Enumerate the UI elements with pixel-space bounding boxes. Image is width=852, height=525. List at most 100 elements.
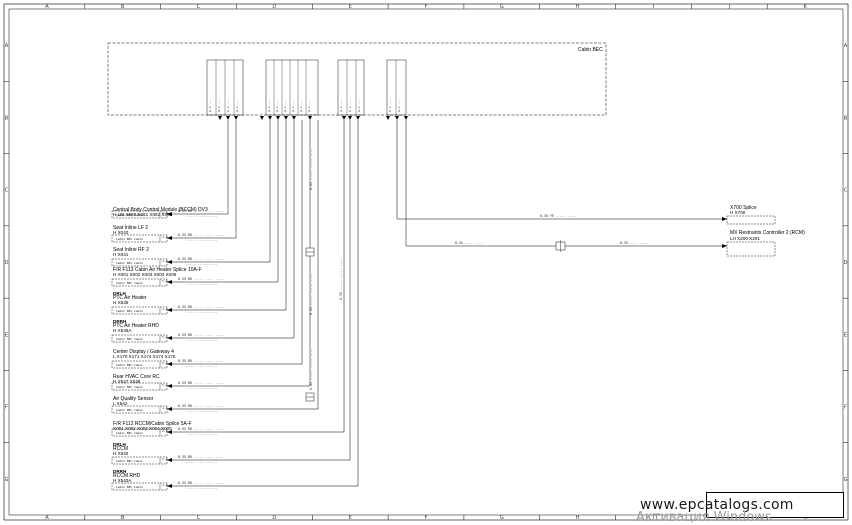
ruler-label-left: E [5,332,8,338]
svg-text:X.1 ....: X.1 .... [217,97,221,112]
svg-text:0.35 ..... ..... ....: 0.35 ..... ..... .... [309,148,313,190]
component-connectors: H X535A [113,328,132,333]
component-connectors: H X041 [113,252,129,257]
ruler-label-top: J [728,4,730,10]
svg-text:Cabin BEC Cabin: Cabin BEC Cabin [116,213,143,217]
svg-text:..... ..........: ..... .......... [186,262,218,266]
ruler-label-bottom: A [45,515,49,521]
component-connector-box [111,360,168,369]
svg-text:0.35 ..... ..... ....: 0.35 ..... ..... .... [309,348,313,390]
svg-text:0.35 RD ..... .... ....: 0.35 RD ..... .... .... [178,404,224,408]
svg-text:Cabin BEC Cabin: Cabin BEC Cabin [116,281,143,285]
component-connector-box [111,482,168,491]
svg-text:..... ..........: ..... .......... [186,214,218,218]
ruler-label-right: E [844,332,847,338]
variant-tag: DRLH [113,442,126,447]
svg-text:Cabin BEC Cabin: Cabin BEC Cabin [116,309,143,313]
svg-text:1.0: 1.0 [162,483,168,487]
svg-text:1.0: 1.0 [162,259,168,263]
svg-text:..... ..........: ..... .......... [186,338,218,342]
ruler-label-top: B [121,4,125,10]
svg-text:X.1 ....: X.1 .... [299,97,303,112]
windows-activation-notice: Активация Windows [636,510,772,525]
component-connector-box [111,278,168,287]
svg-text:0.35 RD ..... .... ....: 0.35 RD ..... .... .... [178,209,224,213]
svg-text:..... ..........: ..... .......... [186,310,218,314]
ruler-label-top: H [576,4,580,10]
svg-text:0.35 ..... ..... ....: 0.35 ..... ..... .... [339,258,343,300]
ruler-label-right: D [844,260,848,266]
svg-text:0.35 RD ..... .... ....: 0.35 RD ..... .... .... [178,427,224,431]
wire-harness: 0.35 RD ..... .... ......... ..........0… [167,97,408,490]
component-1: Central Body Control Module (BCCM) DV3H,… [111,207,208,219]
svg-text:Cabin BEC Cabin: Cabin BEC Cabin [116,385,143,389]
component-connector-box [111,234,168,243]
cabin-bec-title: Cabin BEC [578,47,603,53]
ruler-label-left: D [5,260,9,266]
svg-text:1.0: 1.0 [162,361,168,365]
component-connector-box [111,306,168,315]
ruler-label-bottom: G [500,515,504,521]
svg-text:..... ..........: ..... .......... [186,364,218,368]
ruler-label-right: A [844,43,848,49]
svg-text:0.35 RD ..... .... ....: 0.35 RD ..... .... .... [178,257,224,261]
svg-text:..... ..........: ..... .......... [186,282,218,286]
ruler-label-top: C [197,4,201,10]
svg-text:Cabin BEC Cabin: Cabin BEC Cabin [116,431,143,435]
ruler-label-top: I [653,4,654,10]
svg-text:..... ..........: ..... .......... [186,238,218,242]
component-connectors: H X535 [113,300,129,305]
svg-text:0.35 RD ..... .... ....: 0.35 RD ..... .... .... [178,455,224,459]
component-connectors: L X170 X171 X174 X174 X175 [113,354,176,359]
component-name: RCCM [113,446,128,452]
rcm-connectors: LH X200 X201 [730,236,760,241]
component-connectors: H X540 [113,451,129,456]
svg-text:1.0: 1.0 [162,383,168,387]
component-connectors: H,LW X060 X061 X062 X062 [113,212,173,217]
component-connector-box [111,405,168,414]
svg-text:Cabin BEC Cabin: Cabin BEC Cabin [116,337,143,341]
svg-text:..... ..........: ..... .......... [186,432,218,436]
ruler-label-right: F [844,405,847,411]
x700-splice-connectors: H X700 [730,210,746,215]
component-7: Center Display / Gateway 4L X170 X171 X1… [111,349,176,369]
svg-text:0.35 RD ..... .... ....: 0.35 RD ..... .... .... [178,359,224,363]
component-name: Seat Inline LF 2 [113,225,148,231]
ruler-label-bottom: H [576,515,580,521]
ruler-label-bottom: J [728,515,730,521]
ruler-label-top: F [425,4,428,10]
component-connector-box [111,428,168,437]
component-connector-box [111,258,168,267]
svg-text:X.1 ....: X.1 .... [275,97,279,112]
ruler-label-top: K [803,4,807,10]
watermark: www.epcatalogs.com [640,497,794,513]
ruler-label-bottom: K [803,515,807,521]
variant-tag: DRRH [113,319,127,324]
svg-text:X.1 ....: X.1 .... [397,97,401,112]
svg-text:X.1 ....: X.1 .... [235,97,239,112]
ruler-label-right: G [844,477,848,483]
svg-text:0.35 RD ..... .... ....: 0.35 RD ..... .... .... [178,381,224,385]
ruler-label-left: B [5,115,9,121]
svg-text:Cabin BEC Cabin: Cabin BEC Cabin [116,261,143,265]
svg-text:X.1 ....: X.1 .... [208,97,212,112]
svg-text:0.35 RD ..... .... ....: 0.35 RD ..... .... .... [178,333,224,337]
svg-text:Cabin BEC Cabin: Cabin BEC Cabin [116,408,143,412]
svg-text:1.0: 1.0 [162,335,168,339]
svg-text:0.35 ..... ..... ....: 0.35 ..... ..... .... [309,273,313,315]
svg-text:X.1 ....: X.1 .... [339,97,343,112]
svg-text:0.35 RD ..... .... ....: 0.35 RD ..... .... .... [178,305,224,309]
svg-text:0.35 RD ..... .... ....: 0.35 RD ..... .... .... [178,233,224,237]
ruler-label-top: E [349,4,352,10]
component-connector-box [111,382,168,391]
component-connector-box [111,456,168,465]
ruler-label-bottom: D [272,515,276,521]
